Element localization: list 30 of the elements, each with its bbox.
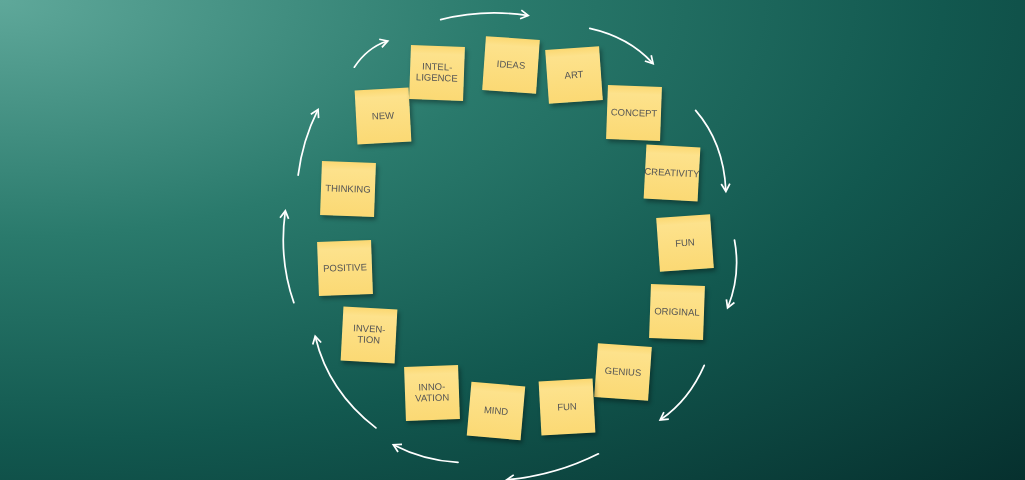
note-text: INNO- VATION xyxy=(414,381,451,406)
sticky-note xyxy=(544,45,603,104)
sticky-note xyxy=(606,84,662,141)
note-text: FUN xyxy=(674,237,695,250)
sticky-note xyxy=(482,36,540,94)
sticky-note xyxy=(319,161,376,218)
note-text: CREATIVITY xyxy=(643,166,700,180)
note-text: POSITIVE xyxy=(322,261,367,275)
sticky-note xyxy=(316,240,373,296)
sticky-note xyxy=(649,284,706,341)
note-text: CONCEPT xyxy=(610,106,658,119)
note-text: NEW xyxy=(372,109,395,122)
note-text: ART xyxy=(563,68,584,81)
sticky-note xyxy=(409,44,466,101)
note-text: INVEN- TION xyxy=(352,322,388,348)
note-text: FUN xyxy=(557,401,578,414)
note-text: THINKING xyxy=(324,183,371,196)
sticky-note xyxy=(594,342,653,401)
sticky-note xyxy=(538,379,596,436)
note-text: INTEL- LIGENCE xyxy=(415,60,460,85)
sticky-note xyxy=(466,381,526,440)
sticky-note xyxy=(404,365,460,422)
sticky-note xyxy=(643,144,701,202)
note-text: IDEAS xyxy=(496,58,526,72)
sticky-note xyxy=(656,214,714,273)
note-text: MIND xyxy=(483,404,509,418)
note-text: ORIGINAL xyxy=(654,306,701,319)
note-text: GENIUS xyxy=(604,365,642,379)
sticky-note xyxy=(341,306,398,364)
sticky-note xyxy=(355,87,412,145)
